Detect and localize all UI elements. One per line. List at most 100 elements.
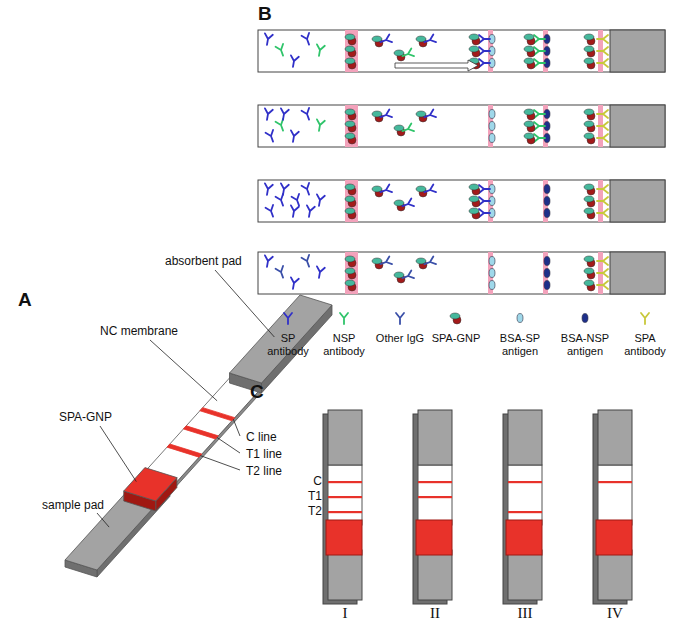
antigen-glyph	[489, 281, 495, 290]
flow-strip	[258, 252, 665, 294]
gnp-glyph	[584, 256, 595, 267]
antibody-glyph	[289, 277, 299, 289]
antibody-glyph	[305, 205, 315, 217]
part-label: sample pad	[42, 499, 104, 513]
gnp-glyph	[469, 196, 480, 207]
antibody-glyph	[597, 269, 608, 277]
legend-text: BSA-NSP antigen	[556, 332, 614, 357]
antibody-glyph	[289, 55, 299, 67]
antibody-glyph	[423, 185, 436, 196]
gnp-glyph	[469, 46, 480, 57]
antibody-glyph	[597, 47, 608, 55]
antibody-glyph	[479, 197, 490, 205]
antigen-glyph	[489, 269, 495, 278]
gnp-glyph	[584, 268, 595, 279]
antibody-glyph	[534, 110, 545, 118]
gnp-glyph	[345, 196, 356, 207]
antibody-glyph	[479, 59, 490, 67]
gnp-glyph	[584, 109, 595, 120]
antigen-glyph	[544, 281, 550, 290]
antibody-glyph	[379, 110, 392, 121]
gnp-glyph	[469, 184, 480, 195]
result-strip	[323, 410, 362, 604]
antigen-glyph	[489, 122, 495, 131]
gnp-glyph	[345, 184, 356, 195]
strip-number: II	[430, 605, 440, 622]
legend-text: SPA-GNP	[427, 332, 485, 345]
antibody-glyph	[315, 266, 325, 278]
antibody-glyph	[401, 49, 414, 60]
antibody-glyph	[597, 122, 608, 130]
antigen-glyph	[544, 197, 550, 206]
antibody-glyph	[276, 266, 287, 279]
antibody-glyph	[597, 197, 608, 205]
antibody-glyph	[479, 47, 490, 55]
legend-text: NSP antibody	[315, 332, 373, 357]
part-label: NC membrane	[100, 325, 178, 339]
antibody-glyph	[379, 185, 392, 196]
antibody-glyph	[263, 255, 273, 267]
antibody-glyph	[534, 59, 545, 67]
antibody-glyph	[401, 124, 414, 135]
gnp-glyph	[584, 208, 595, 219]
antibody-glyph	[423, 35, 436, 46]
legend-icons	[284, 313, 649, 324]
line-label: T2	[308, 505, 322, 519]
gnp-glyph	[345, 58, 356, 69]
antibody-glyph	[315, 44, 325, 56]
antibody-glyph	[302, 108, 313, 121]
strip-face	[230, 295, 333, 383]
flow-strip	[258, 105, 665, 147]
gnp-glyph	[345, 256, 356, 267]
antigen-glyph	[544, 185, 550, 194]
antibody-glyph	[315, 119, 325, 131]
antigen-glyph	[582, 314, 588, 323]
antibody-glyph	[479, 209, 490, 217]
strip-face	[124, 468, 177, 501]
antibody-glyph	[379, 257, 392, 268]
flow-strip	[258, 180, 665, 222]
gnp-glyph	[584, 58, 595, 69]
antibody-glyph	[289, 130, 299, 142]
strip-face	[167, 444, 202, 457]
strip-number: III	[518, 605, 533, 622]
leader-line	[233, 419, 240, 436]
antibody-glyph	[597, 257, 608, 265]
antibody-glyph	[597, 59, 608, 67]
gnp-glyph	[584, 280, 595, 291]
antibody-glyph	[479, 35, 490, 43]
antibody-glyph	[289, 205, 299, 217]
gnp-glyph	[584, 46, 595, 57]
antibody-glyph	[597, 134, 608, 142]
leader-line	[150, 340, 217, 401]
antibody-glyph	[276, 119, 287, 132]
gnp-glyph	[345, 46, 356, 57]
part-label: absorbent pad	[165, 255, 242, 269]
antibody-glyph	[479, 185, 490, 193]
gnp-glyph	[345, 208, 356, 219]
gnp-glyph	[524, 58, 535, 69]
line-label: T1 line	[246, 448, 282, 462]
antibody-glyph	[641, 313, 649, 324]
leader-line	[217, 437, 240, 453]
gnp-glyph	[584, 121, 595, 132]
antibody-glyph	[423, 257, 436, 268]
legend-text: SP antibody	[259, 332, 317, 357]
gnp-glyph	[584, 133, 595, 144]
gnp-glyph	[345, 109, 356, 120]
result-strip	[593, 410, 632, 604]
gnp-glyph	[584, 184, 595, 195]
result-strip	[503, 410, 542, 604]
gnp-glyph	[584, 34, 595, 45]
antibody-glyph	[302, 255, 313, 268]
antibody-glyph	[284, 313, 292, 324]
strip-face	[183, 426, 218, 439]
gnp-glyph	[345, 133, 356, 144]
strip-number: I	[343, 605, 348, 622]
antibody-glyph	[276, 194, 287, 207]
line-label: C	[313, 475, 322, 489]
gnp-glyph	[524, 109, 535, 120]
antibody-glyph	[266, 130, 277, 143]
result-strip	[413, 410, 452, 604]
